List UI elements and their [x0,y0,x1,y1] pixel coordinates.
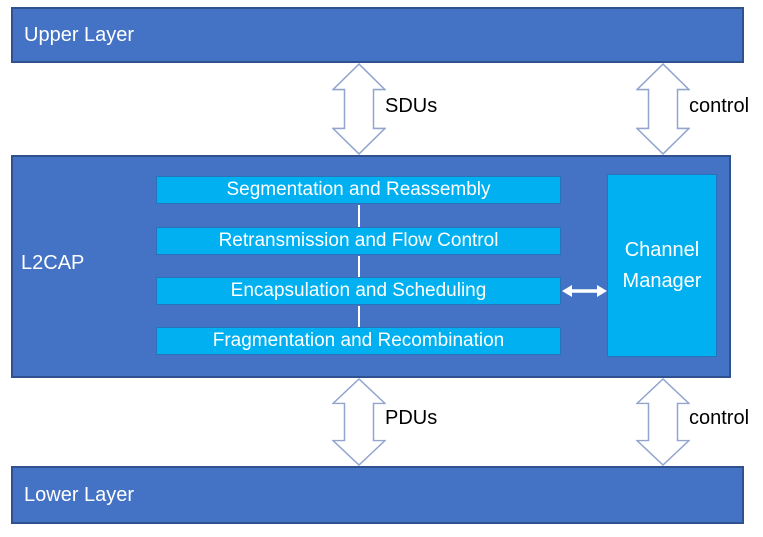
function-box-retransmission-flow-control: Retransmission and Flow Control [156,227,561,255]
connector-line [358,256,360,277]
control-top-updown-arrow-icon [636,63,690,155]
function-box-segmentation-reassembly: Segmentation and Reassembly [156,176,561,204]
sdu-flow-label: SDUs [385,95,438,117]
function-label: Retransmission and Flow Control [218,230,499,251]
lower-layer-box: Lower Layer [11,466,744,524]
function-box-fragmentation-recombination: Fragmentation and Recombination [156,327,561,355]
function-label: Fragmentation and Recombination [212,330,505,351]
control-top-flow-label: control [689,95,750,117]
function-box-encapsulation-scheduling: Encapsulation and Scheduling [156,277,561,305]
control-bottom-flow-label: control [689,407,750,429]
connector-line [358,306,360,327]
sdu-updown-arrow-icon [332,63,386,155]
channel-manager-label: Channel Manager [622,238,702,292]
pdu-flow-label: PDUs [385,407,438,429]
connector-line [358,205,360,227]
lower-layer-label: Lower Layer [24,483,135,506]
l2cap-label: L2CAP [21,252,85,274]
channel-manager-box: Channel Manager [607,174,717,357]
control-bottom-updown-arrow-icon [636,378,690,466]
upper-layer-box: Upper Layer [11,7,744,63]
function-label: Segmentation and Reassembly [226,179,491,200]
horizontal-double-arrow-icon [562,285,607,297]
pdu-updown-arrow-icon [332,378,386,466]
upper-layer-label: Upper Layer [24,23,135,46]
function-label: Encapsulation and Scheduling [230,280,487,301]
